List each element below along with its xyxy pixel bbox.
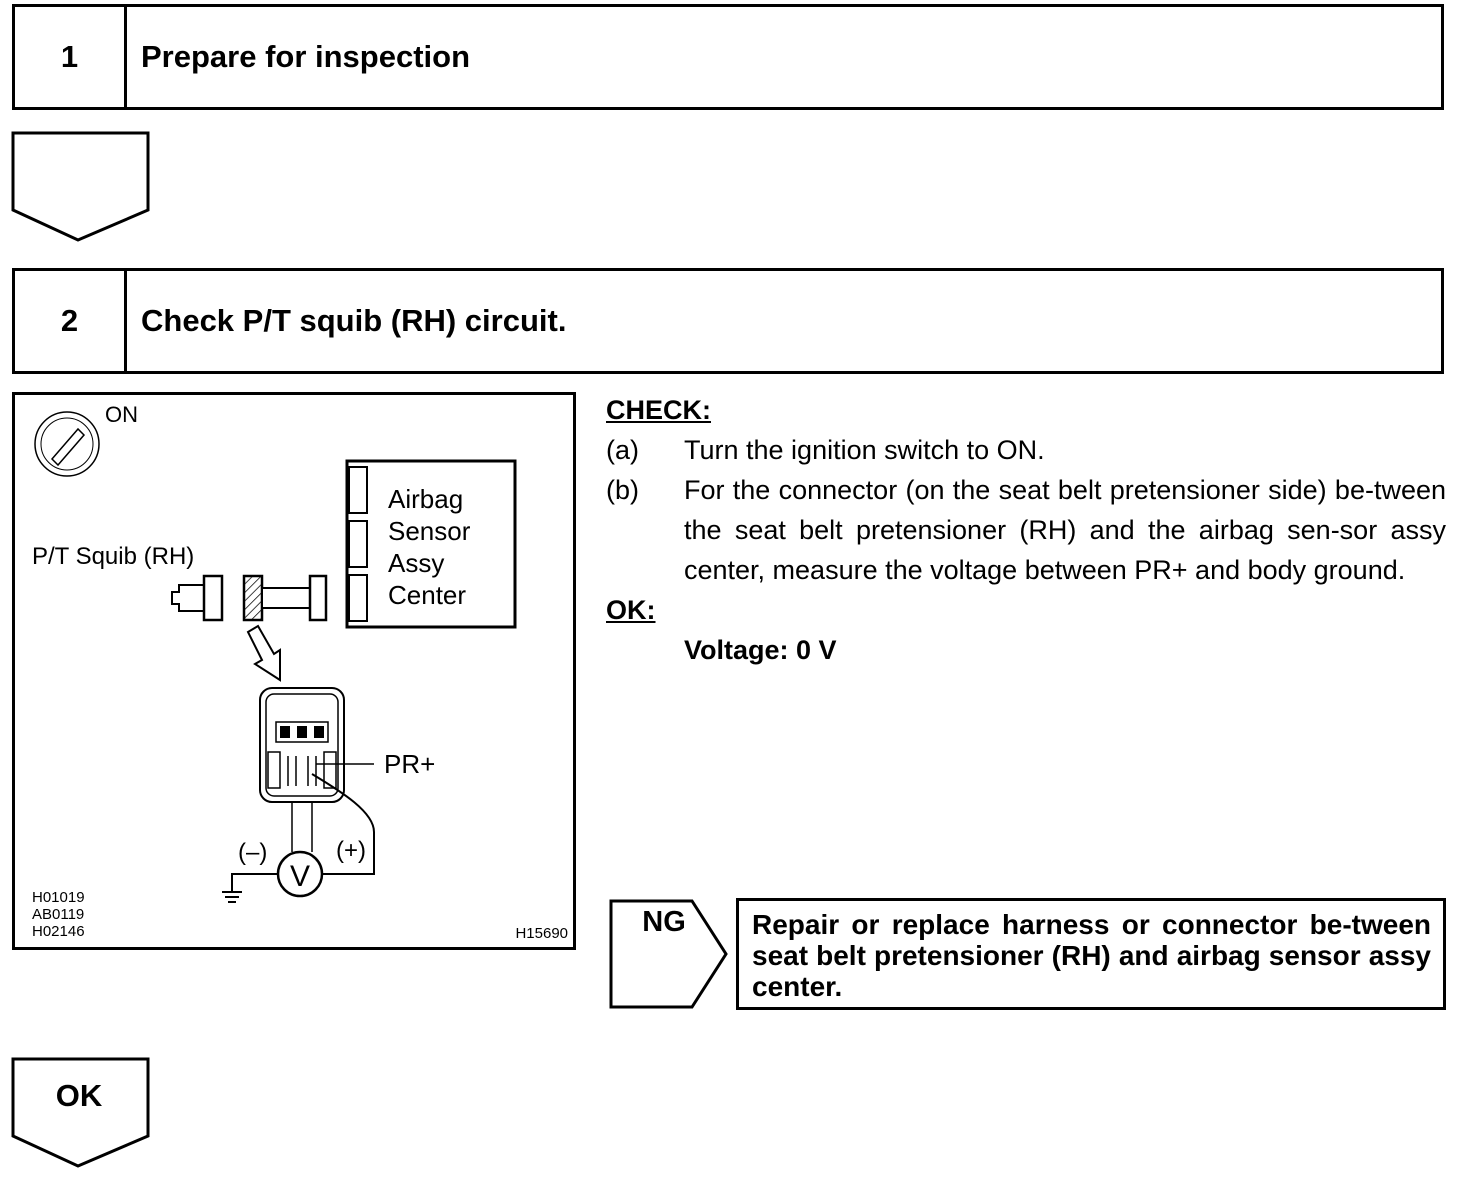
step-2-title: Check P/T squib (RH) circuit. [141,303,567,338]
step-1-header: 1 Prepare for inspection [12,4,1444,110]
ref-code-1: H01019 [32,889,85,906]
negative-probe-label: (–) [238,839,267,866]
down-arrow-icon [11,131,150,242]
voltmeter-icon: V [276,850,324,898]
positive-probe-label: (+) [336,837,366,864]
voltmeter-symbol: V [290,860,310,893]
ground-icon [222,873,278,903]
figure-code: H15690 [515,925,568,942]
switch-on-label: ON [105,402,138,427]
squib-label: P/T Squib (RH) [32,543,194,570]
check-item-b: (b) For the connector (on the seat belt … [606,470,1446,590]
step-1-title: Prepare for inspection [141,39,471,74]
ok-label: OK [55,1078,103,1113]
check-section: CHECK: (a) Turn the ignition switch to O… [606,390,1446,670]
check-item-a-text: Turn the ignition switch to ON. [684,435,1045,465]
right-arrow-tag-icon [609,899,728,1009]
check-item-b-label: (b) [606,475,639,505]
sensor-label-line-1: Airbag [388,484,463,514]
check-item-a-label: (a) [606,435,639,465]
down-arrow-icon [11,1057,150,1168]
ok-tag: OK [10,1056,152,1168]
ng-action-box: Repair or replace harness or connector b… [736,898,1446,1010]
next-step-arrow [10,130,152,242]
check-item-a: (a) Turn the ignition switch to ON. [606,430,1446,470]
step-2-number: 2 [15,271,127,371]
terminal-label: PR+ [384,749,435,779]
ignition-key-icon [34,411,100,477]
connector-diagram: ON Airbag Sensor Assy Center P/T Squib (… [12,392,576,950]
inspection-figure: ON Airbag Sensor Assy Center P/T Squib (… [12,392,576,950]
step-2-header: 2 Check P/T squib (RH) circuit. [12,268,1444,374]
check-header: CHECK: [606,395,711,425]
step-1-number: 1 [15,7,127,107]
airbag-sensor-block: Airbag Sensor Assy Center [345,459,517,629]
sensor-label-line-3: Assy [388,548,444,578]
ref-code-3: H02146 [32,923,85,940]
arrow-icon [246,624,281,682]
ok-spec: Voltage: 0 V [684,635,837,665]
ref-code-2: AB0119 [32,906,84,923]
connector-icon [171,574,328,622]
ng-label: NG [642,906,686,938]
check-item-b-text: For the connector (on the seat belt pret… [684,475,1446,585]
connector-face-icon [259,687,345,852]
sensor-label-line-2: Sensor [388,516,471,546]
ng-tag: NG [608,898,732,1010]
sensor-label-line-4: Center [388,580,466,610]
ok-header: OK: [606,595,656,625]
